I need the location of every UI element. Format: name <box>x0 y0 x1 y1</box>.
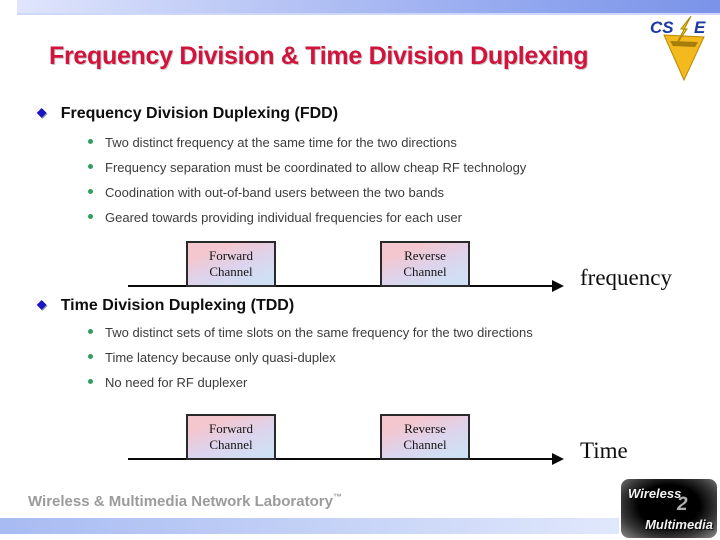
bullet-text: Geared towards providing individual freq… <box>105 210 462 225</box>
footer-decorative-bar <box>0 518 619 534</box>
green-dot-icon <box>88 354 93 359</box>
fdd-bullet-list: Two distinct frequency at the same time … <box>88 134 526 234</box>
channel-box-label: Channel <box>209 437 253 452</box>
channel-box-label: Reverse <box>404 421 446 436</box>
forward-channel-box: Forward Channel <box>186 414 276 460</box>
frequency-axis-line <box>128 285 552 287</box>
green-dot-icon <box>88 139 93 144</box>
list-item: Geared towards providing individual freq… <box>88 209 526 226</box>
channel-box-label: Channel <box>403 264 447 279</box>
section-heading-tdd-text: Time Division Duplexing (TDD) <box>60 297 295 314</box>
list-item: Frequency separation must be coordinated… <box>88 159 526 176</box>
green-dot-icon <box>88 214 93 219</box>
slide-title: Frequency Division & Time Division Duple… <box>49 42 589 70</box>
reverse-channel-box: Reverse Channel <box>380 241 470 287</box>
frequency-axis-arrow-icon <box>552 280 564 292</box>
time-axis-label: Time <box>580 438 628 463</box>
frequency-axis-label: frequency <box>580 265 672 290</box>
bullet-text: Time latency because only quasi-duplex <box>105 350 336 365</box>
channel-box-label: Channel <box>209 264 253 279</box>
wm-logo-line2: Multimedia <box>645 517 713 532</box>
green-dot-icon <box>88 379 93 384</box>
list-item: No need for RF duplexer <box>88 374 533 391</box>
csie-lightning-icon <box>675 15 692 46</box>
section-heading-tdd: ◆ Time Division Duplexing (TDD) <box>37 297 294 315</box>
section-heading-fdd: ◆ Frequency Division Duplexing (FDD) <box>37 105 338 123</box>
bullet-text: Coodination with out-of-band users betwe… <box>105 185 444 200</box>
diamond-bullet-icon: ◆ <box>37 297 47 311</box>
tdd-bullet-list: Two distinct sets of time slots on the s… <box>88 324 533 399</box>
csie-text-e: E <box>694 18 706 37</box>
wm-logo-mark: 2 <box>677 494 688 515</box>
time-axis-line <box>128 458 552 460</box>
green-dot-icon <box>88 164 93 169</box>
top-decorative-bar <box>17 0 720 15</box>
list-item: Two distinct sets of time slots on the s… <box>88 324 533 341</box>
wm-logo-line1: Wireless <box>628 486 682 501</box>
bullet-text: Two distinct frequency at the same time … <box>105 135 457 150</box>
csie-text-cs: CS <box>650 18 674 37</box>
csie-logo: CS E <box>650 15 714 82</box>
footer-lab-name: Wireless & Multimedia Network Laboratory… <box>28 492 342 510</box>
list-item: Coodination with out-of-band users betwe… <box>88 184 526 201</box>
channel-box-label: Forward <box>208 248 254 263</box>
fdd-frequency-diagram: Forward Channel Reverse Channel frequenc… <box>0 241 720 311</box>
forward-channel-box: Forward Channel <box>186 241 276 287</box>
diamond-bullet-icon: ◆ <box>37 105 47 119</box>
csie-logo-graphic: CS E <box>650 15 706 82</box>
green-dot-icon <box>88 189 93 194</box>
bullet-text: Two distinct sets of time slots on the s… <box>105 325 533 340</box>
channel-box-label: Forward <box>208 421 254 436</box>
time-axis-arrow-icon <box>552 453 564 465</box>
list-item: Time latency because only quasi-duplex <box>88 349 533 366</box>
trademark-symbol: ™ <box>332 492 342 502</box>
wireless-multimedia-logo: Wireless 2 Multimedia <box>621 479 717 538</box>
bullet-text: No need for RF duplexer <box>105 375 248 390</box>
channel-box-label: Reverse <box>404 248 446 263</box>
green-dot-icon <box>88 329 93 334</box>
bullet-text: Frequency separation must be coordinated… <box>105 160 527 175</box>
reverse-channel-box: Reverse Channel <box>380 414 470 460</box>
list-item: Two distinct frequency at the same time … <box>88 134 526 151</box>
channel-box-label: Channel <box>403 437 447 452</box>
footer-lab-name-text: Wireless & Multimedia Network Laboratory <box>28 493 333 510</box>
section-heading-fdd-text: Frequency Division Duplexing (FDD) <box>60 105 339 122</box>
tdd-time-diagram: Forward Channel Reverse Channel Time <box>0 414 720 484</box>
